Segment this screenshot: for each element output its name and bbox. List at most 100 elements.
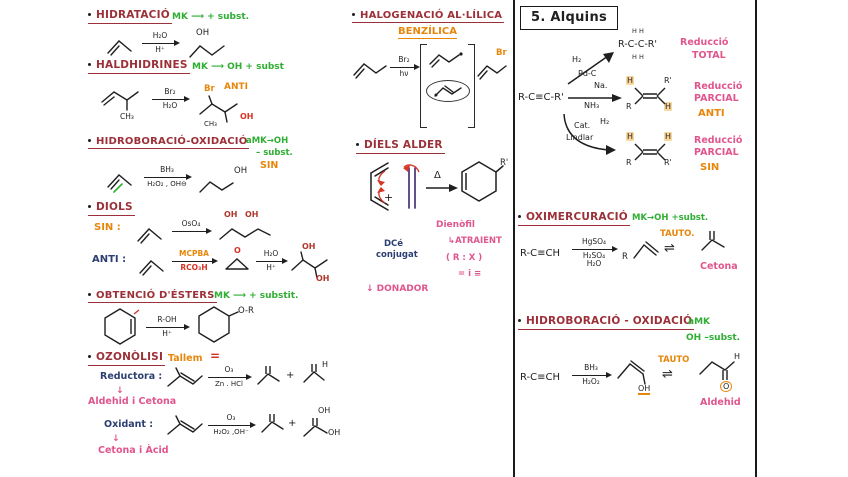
aldehyde-product: H O bbox=[696, 348, 742, 394]
arrow-line bbox=[144, 173, 192, 180]
ketone-product bbox=[254, 364, 282, 390]
arrow-line bbox=[142, 39, 180, 46]
oxidant-label: Oxidant : bbox=[104, 419, 154, 430]
allyl-radical-structure bbox=[428, 50, 464, 68]
arrow-line bbox=[256, 257, 288, 264]
ch3-label: CH₃ bbox=[120, 112, 134, 121]
chapter-title-box: 5. Alquins bbox=[520, 6, 619, 30]
alkene-skeleton bbox=[138, 256, 168, 276]
br-label: Br bbox=[204, 84, 215, 94]
arrow-line bbox=[572, 371, 612, 378]
reaction-arrow: O₃ H₂O₂ ,OH⁻ bbox=[208, 413, 256, 436]
reaction-arrow: HgSO₄ H₂SO₄ H₂O bbox=[572, 237, 618, 269]
reaction-arrow: O₃ Zn . HCl bbox=[208, 365, 252, 388]
reagent-below: H⁺ bbox=[266, 262, 276, 272]
cis-alkene-product: H R H R' bbox=[626, 132, 674, 172]
reagent-below: H⁺ bbox=[162, 328, 172, 338]
reductora-products-note: Aldehid i Cetona bbox=[88, 396, 177, 407]
oh-subst-note: OH –subst. bbox=[686, 333, 741, 343]
epoxide-structure: O bbox=[222, 246, 252, 274]
epoxide-o-label: O bbox=[234, 246, 241, 255]
parcial-label: PARCIAL bbox=[694, 147, 739, 158]
section-title-hidroboracio-alquins: HIDROBORACIÓ - OXIDACIÓ bbox=[518, 315, 695, 330]
arrow-line bbox=[172, 257, 218, 264]
arrow-line bbox=[208, 373, 252, 380]
anti-diol-product: OH OH bbox=[290, 242, 340, 286]
alkene-skeleton bbox=[166, 366, 204, 394]
atraient-note: ↳ATRAIENT bbox=[448, 236, 502, 246]
anti-mk-note: aMK→OH bbox=[246, 136, 289, 146]
equilibrium-arrows: ⇌ bbox=[664, 241, 675, 256]
allylic-bromide-product: Br bbox=[476, 48, 510, 80]
branch-arrow-down bbox=[558, 112, 616, 155]
alcohol-product: OH bbox=[188, 28, 236, 60]
r-label: R bbox=[626, 102, 632, 111]
r-label: R bbox=[626, 158, 632, 167]
reduccio-label: Reducció bbox=[680, 37, 729, 48]
alkane-product: R-C-C-R' bbox=[618, 39, 657, 50]
alkene-cross-skeleton bbox=[626, 80, 674, 114]
arrow-line bbox=[172, 227, 212, 234]
diol-skeleton bbox=[218, 223, 274, 243]
branch-arrow-mid bbox=[566, 94, 622, 102]
alcohol-skeleton bbox=[198, 174, 242, 196]
r-label: R bbox=[622, 252, 628, 262]
reagent-above: Br₂ bbox=[398, 55, 410, 64]
reaction-arrow: R-OH H⁺ bbox=[146, 315, 190, 338]
rco3h-label: RCO₃H bbox=[180, 262, 208, 272]
anti-mk-note: aMK bbox=[688, 317, 711, 327]
arrow-line bbox=[390, 63, 420, 70]
r-prime-label: R' bbox=[664, 76, 672, 85]
ketone-skeleton bbox=[258, 412, 286, 438]
syn-diol-product: OH OH bbox=[218, 210, 276, 246]
circled-resonance-structure bbox=[426, 80, 470, 102]
conjugated-diene-note-2: conjugat bbox=[376, 250, 418, 260]
oh-label: OH bbox=[316, 274, 330, 283]
section-title-esters: OBTENCIÓ D'ÉSTERS bbox=[88, 290, 217, 304]
parcial-label: PARCIAL bbox=[694, 93, 739, 104]
reagent-above: O₃ bbox=[226, 413, 236, 422]
plus-sign: + bbox=[286, 370, 295, 381]
h-label: H bbox=[664, 132, 673, 141]
cyclohexene-ring bbox=[458, 158, 504, 206]
reagent-above: H₂O bbox=[152, 31, 168, 40]
ketone-skeleton bbox=[254, 364, 282, 390]
or-label: O-R bbox=[238, 306, 254, 316]
down-arrow: ↓ bbox=[116, 386, 124, 396]
rx-note: ( R : X ) bbox=[446, 253, 483, 263]
reaction-arrow: MCPBA RCO₃H bbox=[172, 249, 218, 272]
dienofil-note: Dienòfil bbox=[436, 220, 476, 230]
section-title-ozonolisi: OZONÒLISI bbox=[88, 351, 166, 366]
reduccio-label: Reducció bbox=[694, 81, 743, 92]
subtitle-benzilica: BENZÍLICA bbox=[398, 26, 457, 40]
alkene-skeleton bbox=[100, 84, 144, 112]
sin-label: SIN bbox=[260, 160, 279, 171]
reagent-above: H₂O bbox=[263, 249, 279, 258]
oh-label: OH bbox=[318, 406, 331, 415]
oh-label: OH bbox=[224, 210, 238, 219]
cetona-note: Cetona bbox=[700, 261, 738, 272]
arrow-line bbox=[146, 323, 190, 330]
halohydrin-product: Br ANTI OH CH₃ bbox=[196, 82, 266, 132]
plus-sign: + bbox=[384, 191, 394, 204]
reagent-above: Br₂ bbox=[164, 87, 176, 96]
h2-label: H₂ bbox=[600, 117, 610, 126]
alkene-cross-skeleton bbox=[626, 136, 674, 170]
product-skeleton bbox=[476, 58, 508, 80]
reaction-arrow: H₂O H⁺ bbox=[256, 249, 288, 272]
section-title-diols: DIOLS bbox=[88, 201, 135, 216]
branch-arrow-up bbox=[564, 52, 614, 88]
alkene-skeleton bbox=[166, 414, 204, 442]
pdc-label: Pd-C bbox=[578, 69, 597, 78]
h-label: H bbox=[734, 352, 741, 361]
donador-note: ↓ DONADOR bbox=[366, 284, 429, 294]
reductora-label: Reductora : bbox=[100, 371, 163, 382]
column-divider-line bbox=[513, 0, 515, 477]
reaction-arrow: Br₂ hν bbox=[390, 55, 420, 78]
aldehyde-skeleton bbox=[696, 348, 740, 388]
lindlar-label: Lindlar bbox=[566, 133, 594, 142]
alkyne-reactant: R-C≡CH bbox=[520, 248, 561, 259]
reaction-arrow: Br₂ H₂O bbox=[152, 87, 190, 110]
o-label: O bbox=[720, 381, 733, 392]
trans-alkene-product: H R R' H bbox=[626, 76, 674, 116]
